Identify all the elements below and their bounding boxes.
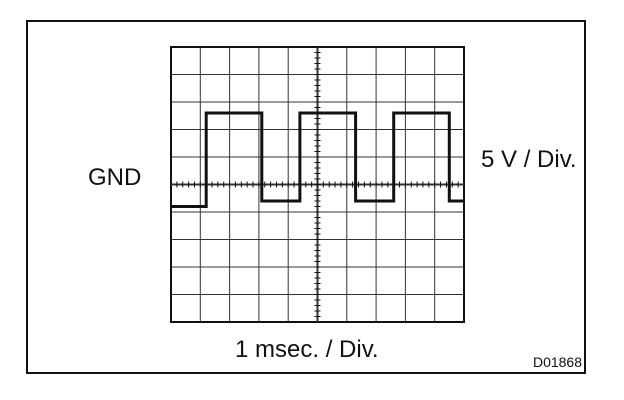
ground-label: GND (88, 164, 142, 191)
figure-code: D01868 (532, 354, 582, 370)
time-scale-label: 1 msec. / Div. (235, 336, 379, 363)
square-waveform (171, 111, 464, 208)
voltage-scale-label: 5 V / Div. (481, 146, 577, 173)
axis-ticks (176, 52, 459, 317)
figure-frame (26, 20, 586, 374)
